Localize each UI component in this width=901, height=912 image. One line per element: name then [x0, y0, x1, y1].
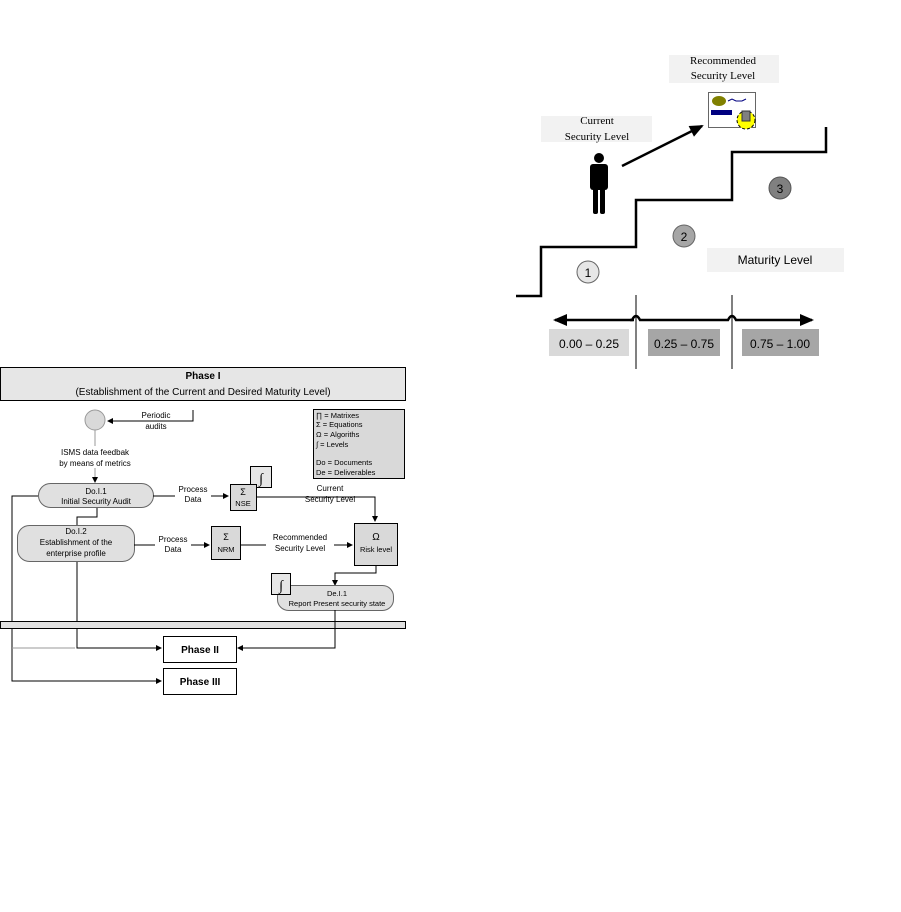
document-gear-icon [708, 92, 756, 130]
process-data-label-2b: Data [165, 545, 182, 554]
integral-symbol: ∫ [258, 472, 264, 487]
phase-title: Phase I [185, 371, 220, 382]
integral-symbol-2: ∫ [278, 579, 284, 594]
legend-matrixes: ∏ = Matrixes [316, 411, 359, 420]
current-caption-2: Security Level [565, 131, 629, 143]
range-mid-label: 0.25 – 0.75 [654, 337, 714, 351]
recommended-level-label: Recommended [273, 533, 327, 542]
connector-do1-do2 [76, 507, 98, 525]
maturity-level-label: Maturity Level [738, 253, 813, 267]
de-i-1-id: De.I.1 [327, 589, 347, 598]
legend-box: ∏ = Matrixes Σ = Equations Ω = Algoriths… [313, 409, 405, 479]
current-level-label: Current [317, 484, 344, 493]
connector-phase2 [76, 561, 162, 651]
range-low: 0.00 – 0.25 [549, 329, 629, 356]
phase-separator-bar [0, 621, 406, 629]
recommended-caption-1: Recommended [690, 55, 756, 67]
current-level-caption: Current Security Level [541, 115, 652, 143]
risk-level-box: Ω Risk level [354, 523, 398, 566]
person-icon [590, 153, 608, 214]
nrm-label: NRM [217, 545, 234, 554]
step-3-badge: 3 [768, 176, 792, 200]
legend-deliverables: De = Deliverables [316, 468, 376, 477]
connector-phase3 [11, 495, 162, 684]
do-i-2-node: Do.I.2 Establishment of the enterprise p… [17, 525, 135, 562]
maturity-axis [630, 314, 814, 326]
audit-arrow [107, 410, 194, 424]
legend-levels: ∫ = Levels [315, 440, 349, 449]
risk-to-report-arrow [332, 565, 377, 586]
range-low-label: 0.00 – 0.25 [559, 337, 619, 351]
de-i-1-title: Report Present security state [289, 599, 386, 608]
integral-box-report: ∫ [271, 573, 291, 595]
sigma-symbol-nrm: Σ [223, 532, 229, 542]
current-level-label-2: Security Level [305, 495, 355, 504]
report-to-phase2-arrow [237, 610, 336, 651]
periodic-audits-label-2: audits [145, 422, 166, 431]
phase-subtitle: (Establishment of the Current and Desire… [75, 387, 330, 398]
process-data-label-2: Process [159, 535, 188, 544]
staircase [516, 127, 828, 298]
nse-label: NSE [235, 499, 250, 508]
isms-feedback-label-2: by means of metrics [59, 459, 131, 468]
current-caption-1: Current [580, 115, 614, 127]
recommended-caption-2: Security Level [691, 70, 755, 82]
periodic-audits-label: Periodic [142, 411, 171, 420]
current-level-arrow [256, 496, 378, 522]
maturity-staircase-diagram: Recommended Security Level Current Secur… [516, 55, 844, 369]
phase-one-diagram: Phase I (Establishment of the Current an… [0, 367, 406, 695]
do-i-1-id: Do.I.1 [85, 487, 107, 496]
legend-documents: Do = Documents [316, 458, 372, 467]
phase-3-box: Phase III [163, 668, 237, 695]
progress-arrow [621, 124, 704, 168]
recommended-level-caption: Recommended Security Level [669, 55, 779, 83]
do-i-1-title: Initial Security Audit [61, 497, 132, 506]
isms-feedback-label: ISMS data feedbak [61, 448, 130, 457]
do-i-2-id: Do.I.2 [65, 527, 87, 536]
integral-box-nse: ∫ [250, 466, 272, 488]
legend-algorithms: Ω = Algoriths [316, 430, 360, 439]
range-mid: 0.25 – 0.75 [648, 329, 720, 356]
step-3-label: 3 [777, 182, 784, 196]
range-high-label: 0.75 – 1.00 [750, 337, 810, 351]
step-2-label: 2 [681, 230, 688, 244]
sigma-symbol: Σ [240, 487, 246, 497]
de-i-1-node: De.I.1 Report Present security state [277, 585, 394, 611]
phase-2-label: Phase II [181, 645, 219, 656]
phase-3-label: Phase III [180, 677, 221, 688]
legend-equations: Σ = Equations [316, 420, 363, 429]
nrm-box: Σ NRM [211, 526, 241, 560]
do-i-2-title-2: enterprise profile [46, 549, 106, 558]
step-1-label: 1 [585, 266, 592, 280]
start-node [84, 409, 106, 431]
do-i-2-title: Establishment of the [40, 538, 113, 547]
maturity-level-caption: Maturity Level [707, 248, 844, 272]
do-i-1-node: Do.I.1 Initial Security Audit [38, 483, 154, 508]
step-1-badge: 1 [576, 260, 600, 284]
range-high: 0.75 – 1.00 [742, 329, 819, 356]
phase-2-box: Phase II [163, 636, 237, 663]
process-data-label-1: Process [179, 485, 208, 494]
process-data-label-1b: Data [185, 495, 202, 504]
step-2-badge: 2 [672, 224, 696, 248]
nse-box: Σ NSE [230, 484, 257, 511]
phase-header: Phase I (Establishment of the Current an… [0, 367, 406, 401]
risk-level-label: Risk level [360, 545, 392, 554]
omega-symbol: Ω [372, 532, 380, 543]
recommended-level-label-2: Security Level [275, 544, 325, 553]
